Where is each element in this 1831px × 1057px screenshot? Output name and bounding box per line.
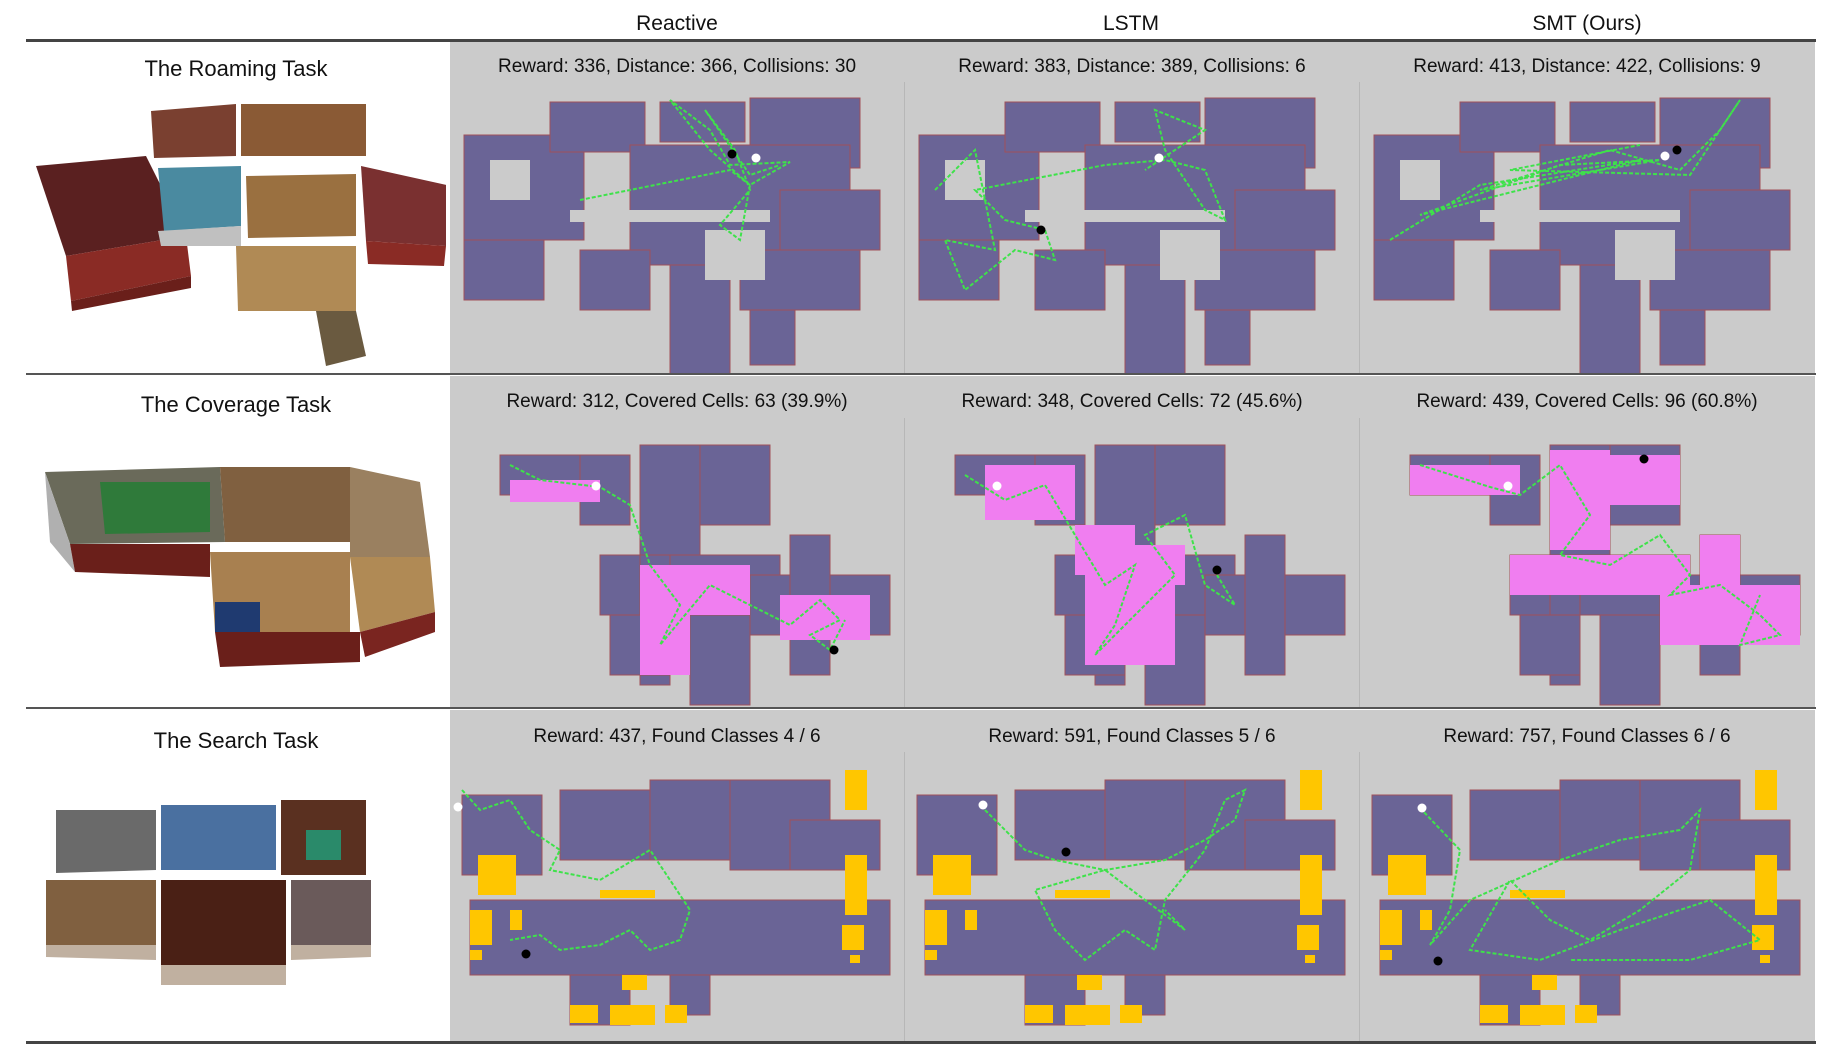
column-header-smt: SMT (Ours) [1532, 12, 1642, 35]
caption-roaming-lstm: Reward: 383, Distance: 389, Collisions: … [958, 56, 1306, 77]
map-coverage-smt [1360, 425, 1814, 707]
house-render-search [46, 800, 371, 985]
row-title-search: The Search Task [153, 728, 319, 753]
divider-row3-b [1359, 752, 1360, 1041]
map-search-lstm [905, 760, 1359, 1041]
caption-search-lstm: Reward: 591, Found Classes 5 / 6 [988, 726, 1276, 747]
map-coverage-reactive [450, 425, 904, 707]
map-roaming-reactive [450, 90, 904, 373]
bottom-rule [26, 1041, 1816, 1044]
caption-roaming-smt: Reward: 413, Distance: 422, Collisions: … [1413, 56, 1761, 77]
column-header-lstm: LSTM [1102, 12, 1159, 35]
caption-search-smt: Reward: 757, Found Classes 6 / 6 [1443, 726, 1731, 747]
row-rule-2 [26, 707, 1816, 709]
caption-coverage-smt: Reward: 439, Covered Cells: 96 (60.8%) [1416, 391, 1758, 412]
house-render-roaming [36, 104, 446, 366]
caption-coverage-reactive: Reward: 312, Covered Cells: 63 (39.9%) [506, 391, 848, 412]
map-search-smt [1360, 760, 1814, 1041]
divider-row2-b [1359, 418, 1360, 707]
map-roaming-smt [1360, 90, 1814, 373]
column-header-reactive: Reactive [636, 12, 718, 35]
row-title-roaming: The Roaming Task [144, 56, 328, 81]
map-coverage-lstm [905, 425, 1359, 707]
map-roaming-lstm [905, 90, 1359, 373]
row-title-coverage: The Coverage Task [140, 392, 332, 417]
caption-coverage-lstm: Reward: 348, Covered Cells: 72 (45.6%) [961, 391, 1303, 412]
divider-row1-a [904, 82, 905, 373]
caption-search-reactive: Reward: 437, Found Classes 4 / 6 [533, 726, 821, 747]
divider-row3-a [904, 752, 905, 1041]
house-render-coverage [45, 467, 435, 667]
row-rule-1 [26, 373, 1816, 375]
map-search-reactive [450, 760, 904, 1041]
caption-roaming-reactive: Reward: 336, Distance: 366, Collisions: … [497, 56, 857, 77]
divider-row1-b [1359, 82, 1360, 373]
divider-row2-a [904, 418, 905, 707]
top-rule [26, 39, 1816, 42]
